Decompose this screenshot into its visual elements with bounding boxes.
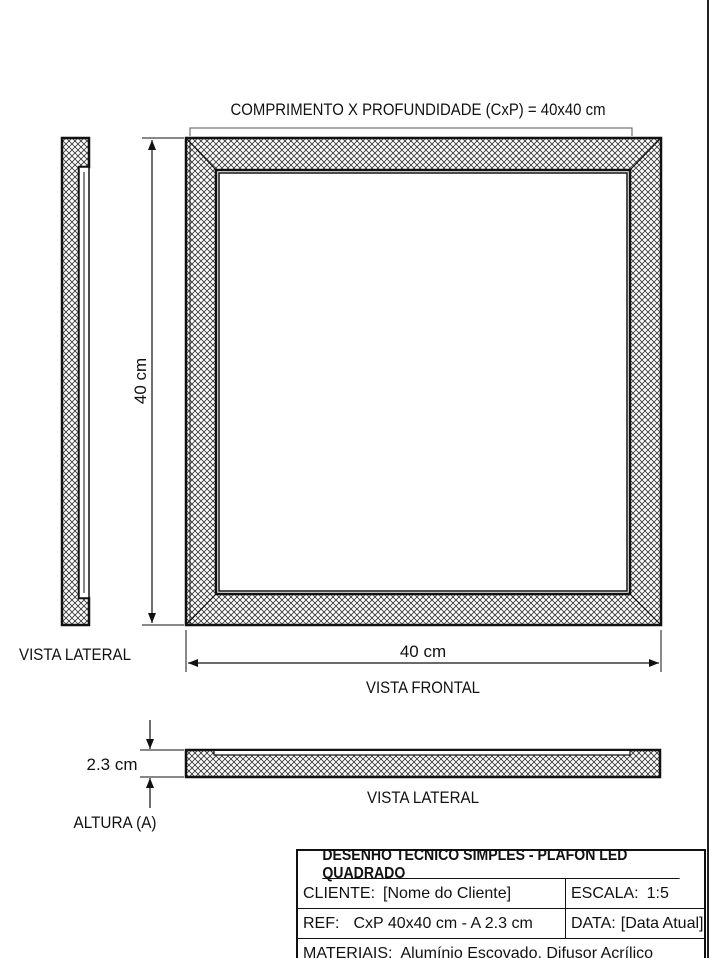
title-block-row-client: CLIENTE: [Nome do Cliente] ESCALA: 1:5 (298, 879, 704, 909)
front-view (184, 136, 663, 627)
sheet-border (707, 0, 709, 958)
materials-cell: MATERIAIS: Alumínio Escovado, Difusor Ac… (298, 939, 704, 958)
client-value: [Nome do Cliente] (383, 884, 512, 902)
height-dimension-label: 40 cm (131, 358, 150, 404)
top-dimension: COMPRIMENTO X PROFUNDIDADE (CxP) = 40x40… (189, 100, 633, 136)
front-view-inner-edge (218, 172, 628, 592)
bottom-side-view-label: VISTA LATERAL (367, 788, 479, 807)
title-block: DESENHO TÉCNICO SIMPLES - PLAFON LED QUA… (296, 849, 706, 958)
height-dimension: 40 cm (131, 137, 184, 626)
title-block-row-ref: REF: CxP 40x40 cm - A 2.3 cm DATA: [Data… (298, 909, 704, 939)
scale-label: ESCALA: (571, 884, 639, 902)
ref-label: REF: (303, 914, 340, 932)
front-view-frame (184, 136, 663, 627)
client-cell: CLIENTE: [Nome do Cliente] (298, 879, 566, 908)
left-side-view (60, 136, 91, 627)
date-cell: DATA: [Data Atual] (566, 909, 704, 938)
width-dimension-label: 40 cm (400, 642, 446, 661)
top-dimension-label: COMPRIMENTO X PROFUNDIDADE (CxP) = 40x40… (231, 100, 606, 119)
title-block-title: DESENHO TÉCNICO SIMPLES - PLAFON LED QUA… (322, 851, 680, 882)
scale-cell: ESCALA: 1:5 (566, 879, 704, 908)
title-block-row-materials: MATERIAIS: Alumínio Escovado, Difusor Ac… (298, 939, 704, 958)
ref-cell: REF: CxP 40x40 cm - A 2.3 cm (298, 909, 566, 938)
ref-value: CxP 40x40 cm - A 2.3 cm (353, 914, 533, 932)
date-value: [Data Atual] (620, 914, 704, 932)
materials-value: Alumínio Escovado, Difusor Acrílico (400, 944, 654, 958)
materials-label: MATERIAIS: (303, 944, 393, 958)
bottom-side-view (184, 748, 662, 779)
front-view-label: VISTA FRONTAL (366, 678, 480, 697)
thickness-dimension-label: 2.3 cm (86, 755, 137, 774)
width-dimension: 40 cm (185, 630, 662, 672)
scale-value: 1:5 (646, 884, 669, 902)
date-label: DATA: (571, 914, 616, 932)
height-caption: ALTURA (A) (74, 813, 157, 832)
left-side-view-label: VISTA LATERAL (19, 645, 131, 664)
client-label: CLIENTE: (303, 884, 376, 902)
thickness-dimension: 2.3 cm (86, 720, 184, 808)
